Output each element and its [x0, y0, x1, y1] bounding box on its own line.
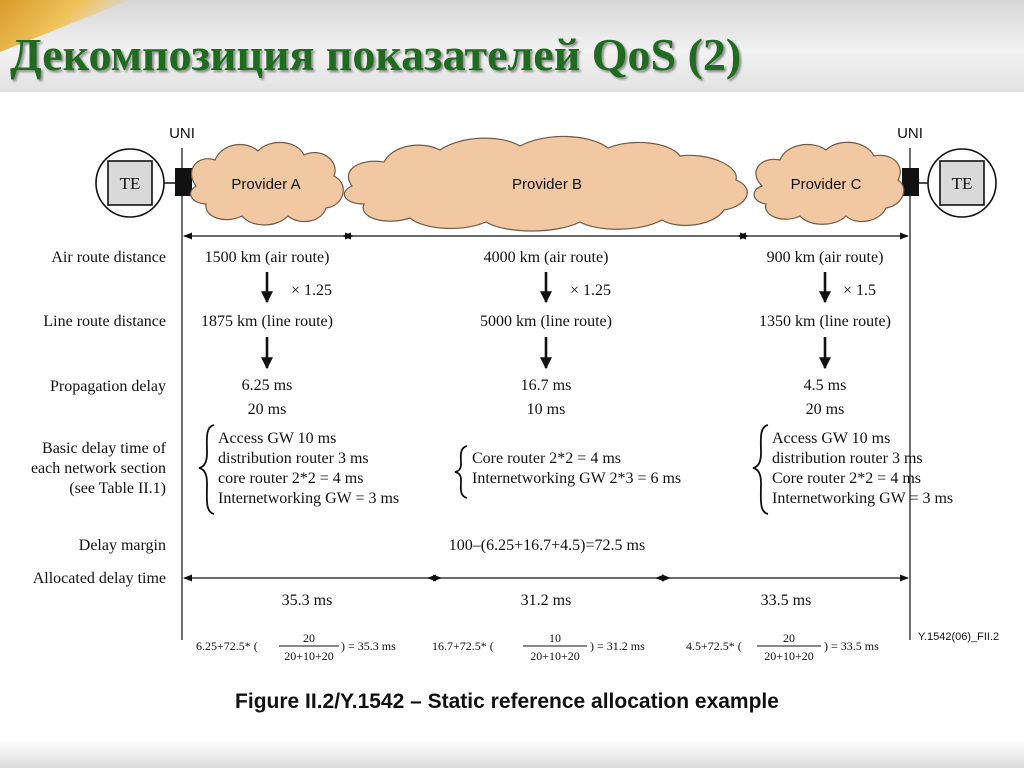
- te-right-box: [939, 160, 985, 206]
- row-label-basic-delay-1: Basic delay time of: [42, 440, 167, 457]
- section-a-air: 1500 km (air route): [205, 249, 330, 266]
- allocated-a: 35.3 ms: [282, 592, 333, 609]
- provider-a-label: Provider A: [231, 176, 300, 193]
- allocated-b: 31.2 ms: [521, 592, 572, 609]
- slide-bottom-band: [0, 740, 1024, 768]
- formula-c-denominator: 20+10+20: [764, 649, 814, 663]
- formula-c-numerator: 20: [783, 631, 795, 645]
- section-c-prop-delay: 4.5 ms: [804, 377, 847, 394]
- formula-a-denominator: 20+10+20: [284, 649, 334, 663]
- section-b-brace: [454, 445, 468, 499]
- section-c-basic-total: 20 ms: [806, 401, 845, 418]
- section-a-multiplier: × 1.25: [291, 282, 332, 299]
- formula-c: 4.5+72.5* ( 20 20+10+20 ) = 33.5 ms: [686, 631, 879, 663]
- formula-a-suffix: ) = 35.3 ms: [341, 639, 396, 653]
- formula-b-prefix: 16.7+72.5* (: [432, 639, 494, 653]
- section-b-basic-item-1: Core router 2*2 = 4 ms: [472, 450, 621, 467]
- section-b-basic-total: 10 ms: [527, 401, 566, 418]
- section-a-brace: [198, 424, 215, 515]
- delay-margin-value: 100–(6.25+16.7+4.5)=72.5 ms: [449, 537, 645, 554]
- te-left-box: [107, 160, 153, 206]
- uni-label-right: UNI: [897, 125, 923, 142]
- formula-a: 6.25+72.5* ( 20 20+10+20 ) = 35.3 ms: [196, 631, 396, 663]
- te-right: TE: [918, 148, 997, 218]
- section-c: 900 km (air route) × 1.5 1350 km (line r…: [752, 249, 953, 515]
- figure-id: Y.1542(06)_FII.2: [918, 631, 999, 643]
- section-b-multiplier: × 1.25: [570, 282, 611, 299]
- section-b-air: 4000 km (air route): [484, 249, 609, 266]
- section-c-basic-item-2: distribution router 3 ms: [772, 450, 923, 467]
- formula-b-denominator: 20+10+20: [530, 649, 580, 663]
- section-c-line: 1350 km (line route): [759, 313, 891, 330]
- section-c-basic-item-4: Internetworking GW = 3 ms: [772, 490, 953, 507]
- section-b: 4000 km (air route) × 1.25 5000 km (line…: [454, 249, 681, 499]
- section-b-prop-delay: 16.7 ms: [521, 377, 572, 394]
- row-label-delay-margin: Delay margin: [79, 537, 166, 554]
- te-left-label: TE: [120, 174, 141, 193]
- section-c-multiplier: × 1.5: [843, 282, 876, 299]
- te-left: TE: [95, 148, 175, 218]
- provider-b-label: Provider B: [512, 176, 582, 193]
- section-c-air: 900 km (air route): [767, 249, 884, 266]
- section-c-basic-item-1: Access GW 10 ms: [772, 430, 890, 447]
- section-a-basic-item-1: Access GW 10 ms: [218, 430, 336, 447]
- figure-caption: Figure II.2/Y.1542 – Static reference al…: [235, 690, 779, 713]
- row-label-basic-delay-3: (see Table II.1): [69, 480, 166, 497]
- section-a-basic-item-2: distribution router 3 ms: [218, 450, 369, 467]
- row-label-propagation: Propagation delay: [50, 378, 166, 395]
- section-a-basic-item-4: Internetworking GW = 3 ms: [218, 490, 399, 507]
- section-c-brace: [752, 424, 769, 515]
- formula-a-numerator: 20: [303, 631, 315, 645]
- section-a-prop-delay: 6.25 ms: [242, 377, 293, 394]
- provider-c-label: Provider C: [791, 176, 862, 193]
- uni-label-left: UNI: [169, 125, 195, 142]
- allocated-c: 33.5 ms: [761, 592, 812, 609]
- row-label-basic-delay-2: each network section: [31, 460, 166, 477]
- section-b-basic-item-2: Internetworking GW 2*3 = 6 ms: [472, 470, 681, 487]
- uni-block-left: [175, 168, 192, 196]
- slide-title-bar: [0, 0, 1024, 92]
- cloud-provider-a: [189, 141, 344, 226]
- formula-b: 16.7+72.5* ( 10 20+10+20 ) = 31.2 ms: [432, 631, 645, 663]
- section-a-line: 1875 km (line route): [201, 313, 333, 330]
- uni-block-right: [902, 168, 919, 196]
- row-label-line-route: Line route distance: [43, 313, 166, 330]
- section-a-basic-item-3: core router 2*2 = 4 ms: [218, 470, 363, 487]
- section-c-basic-item-3: Core router 2*2 = 4 ms: [772, 470, 921, 487]
- section-b-line: 5000 km (line route): [480, 313, 612, 330]
- qos-allocation-diagram: UNI UNI TE TE Provider A Provider B Prov…: [31, 125, 999, 663]
- section-a-basic-total: 20 ms: [248, 401, 287, 418]
- cloud-provider-b: [343, 135, 748, 232]
- row-label-allocated: Allocated delay time: [33, 570, 166, 587]
- section-a: 1500 km (air route) × 1.25 1875 km (line…: [198, 249, 399, 515]
- formula-b-suffix: ) = 31.2 ms: [590, 639, 645, 653]
- slide-title: Декомпозиция показателей QoS (2): [10, 29, 742, 80]
- formula-b-numerator: 10: [549, 631, 561, 645]
- te-right-label: TE: [952, 174, 973, 193]
- cloud-provider-c: [753, 141, 905, 225]
- formula-a-prefix: 6.25+72.5* (: [196, 639, 258, 653]
- row-label-air-route: Air route distance: [51, 249, 166, 266]
- formula-c-prefix: 4.5+72.5* (: [686, 639, 742, 653]
- formula-c-suffix: ) = 33.5 ms: [824, 639, 879, 653]
